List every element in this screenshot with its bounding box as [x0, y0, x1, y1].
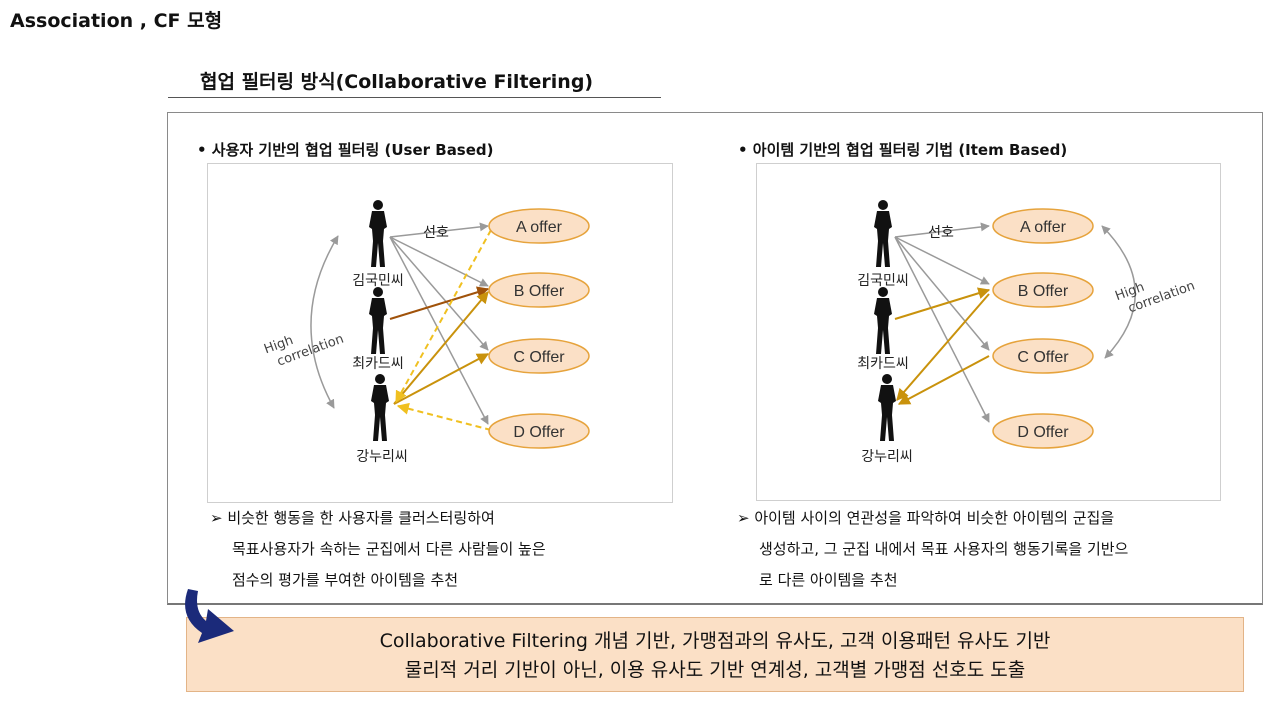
- item-based-svg: A offer B Offer C Offer D Offer 김국민씨 최카드…: [857, 200, 1197, 465]
- recommend-arrow: [396, 402, 492, 431]
- item-based-note: ➢ 아이템 사이의 연관성을 파악하여 비슷한 아이템의 군집을 생성하고, 그…: [737, 503, 1128, 596]
- summary-box: Collaborative Filtering 개념 기반, 가맹점과의 유사도…: [186, 617, 1244, 692]
- pref-arrow: [894, 236, 990, 285]
- note-line: 로 다른 아이템을 추천: [759, 571, 898, 589]
- pref-arrow: [393, 291, 489, 405]
- pref-arrow: [389, 236, 489, 351]
- person-icon: [874, 287, 892, 354]
- person-name: 강누리씨: [356, 449, 408, 465]
- person-name: 최카드씨: [857, 356, 909, 372]
- person-icon: [371, 374, 389, 441]
- person-name: 김국민씨: [352, 273, 404, 289]
- offer-ellipse: [992, 338, 1094, 374]
- pref-arrow: [894, 287, 991, 320]
- offer-ellipse: [992, 272, 1094, 308]
- pref-arrow: [389, 286, 490, 320]
- offer-label: C Offer: [1017, 349, 1069, 366]
- offer-label: D Offer: [1017, 424, 1069, 441]
- pref-arrow: [393, 353, 490, 405]
- note-line: ➢ 비슷한 행동을 한 사용자를 클러스터링하여: [210, 509, 495, 527]
- offer-label: B Offer: [514, 283, 565, 300]
- offer-label: A offer: [1020, 219, 1067, 236]
- offer-ellipse: [488, 208, 590, 244]
- pref-arrow: [389, 236, 489, 425]
- person-icon: [878, 374, 896, 441]
- pref-arrow: [389, 236, 489, 287]
- preference-label: 선호: [423, 225, 449, 241]
- person-name: 최카드씨: [352, 356, 404, 372]
- person-name: 강누리씨: [861, 449, 913, 465]
- person-icon: [369, 287, 387, 354]
- offer-ellipse: [992, 413, 1094, 449]
- offer-ellipse: [992, 208, 1094, 244]
- summary-line: Collaborative Filtering 개념 기반, 가맹점과의 유사도…: [379, 630, 1051, 652]
- recommend-arrow: [395, 229, 492, 404]
- correlation-arrow: [310, 235, 339, 409]
- user-based-svg: A offer B Offer C Offer D Offer 김국민씨 최카드…: [262, 200, 590, 465]
- offer-ellipse: [488, 338, 590, 374]
- user-based-diagram: A offer B Offer C Offer D Offer 김국민씨 최카드…: [207, 163, 673, 503]
- offer-label: C Offer: [513, 349, 565, 366]
- user-based-heading: • 사용자 기반의 협업 필터링 (User Based): [197, 141, 494, 159]
- offer-label: A offer: [516, 219, 563, 236]
- user-based-note: ➢ 비슷한 행동을 한 사용자를 클러스터링하여 목표사용자가 속하는 군집에서…: [210, 503, 546, 596]
- item-based-diagram: A offer B Offer C Offer D Offer 김국민씨 최카드…: [756, 163, 1221, 501]
- note-line: 목표사용자가 속하는 군집에서 다른 사람들이 높은: [232, 540, 546, 558]
- person-icon: [874, 200, 892, 267]
- person-icon: [369, 200, 387, 267]
- note-line: ➢ 아이템 사이의 연관성을 파악하여 비슷한 아이템의 군집을: [737, 509, 1115, 527]
- item-based-heading: • 아이템 기반의 협업 필터링 기법 (Item Based): [738, 141, 1068, 159]
- page-title: Association , CF 모형: [10, 10, 223, 32]
- pref-arrow: [894, 236, 990, 351]
- pref-arrow: [894, 222, 990, 238]
- pref-arrow: [389, 222, 489, 238]
- offer-label: B Offer: [1018, 283, 1069, 300]
- preference-label: 선호: [928, 225, 954, 241]
- pref-arrow: [894, 236, 990, 423]
- correlation-arrow: [1101, 225, 1136, 359]
- curved-arrow-icon: [185, 589, 234, 643]
- note-line: 점수의 평가를 부여한 아이템을 추천: [232, 571, 459, 589]
- offer-label: D Offer: [513, 424, 565, 441]
- person-name: 김국민씨: [857, 273, 909, 289]
- recommend-arrow: [897, 355, 990, 405]
- offer-ellipse: [488, 413, 590, 449]
- offer-ellipse: [488, 272, 590, 308]
- section-title: 협업 필터링 방식(Collaborative Filtering): [200, 71, 594, 93]
- title-underline: [168, 97, 661, 98]
- recommend-arrow: [896, 293, 990, 401]
- summary-line: 물리적 거리 기반이 아닌, 이용 유사도 기반 연계성, 고객별 가맹점 선호…: [404, 659, 1026, 681]
- note-line: 생성하고, 그 군집 내에서 목표 사용자의 행동기록을 기반으: [759, 540, 1129, 558]
- content-frame: [167, 112, 1263, 605]
